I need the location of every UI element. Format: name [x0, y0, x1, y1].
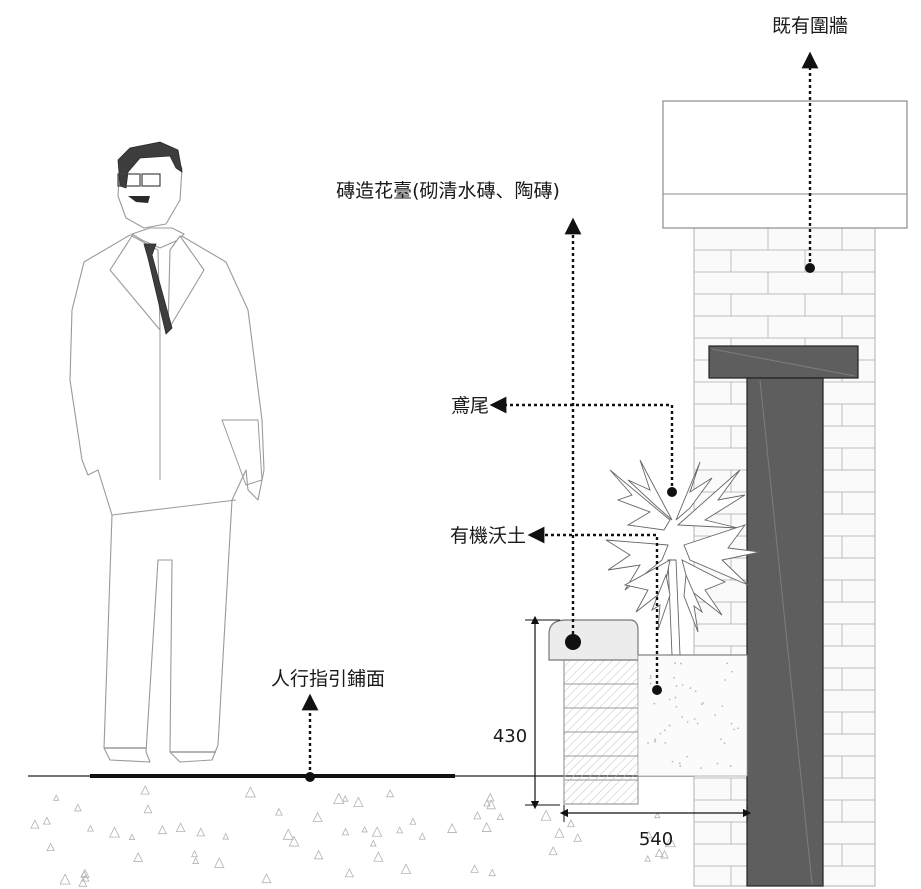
label-iris: 鳶尾 — [451, 395, 489, 417]
label-organic-soil: 有機沃土 — [450, 525, 526, 547]
width-dimension-line — [559, 805, 752, 822]
standing-man — [69, 141, 265, 763]
iris-plant — [605, 459, 761, 656]
soil-texture — [647, 662, 740, 769]
leader-lines — [301, 51, 819, 776]
height-dimension-line — [525, 615, 560, 810]
dark-structural-column — [708, 345, 859, 887]
label-existing-wall: 既有圍牆 — [772, 15, 848, 37]
leader-dots — [305, 263, 815, 782]
dimension-width-value: 540 — [639, 829, 673, 850]
label-pedestrian-paving: 人行指引鋪面 — [271, 668, 385, 690]
label-brick-planter: 磚造花臺(砌清水磚、陶磚) — [336, 180, 560, 202]
dimension-height-value: 430 — [493, 726, 527, 747]
